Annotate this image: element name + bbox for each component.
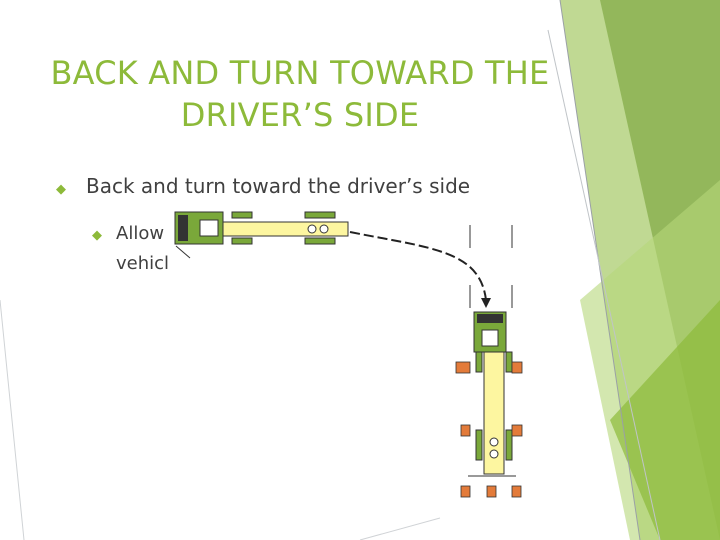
accent-line-2 [547,29,661,540]
axle-marker [489,449,499,459]
axle-marker [319,224,329,234]
trailer-wheel [304,211,336,219]
trailer-wheel [475,351,483,373]
slide-title-line2: DRIVER’S SIDE [180,96,420,134]
trailer-wheel [231,211,253,219]
traffic-cones [455,361,523,498]
cab-roof [199,219,219,237]
axle-marker [307,224,317,234]
diamond-bullet-icon: ◆ [92,228,102,243]
trailer-body [222,221,349,237]
cab-windshield [178,215,188,241]
trailer-body [483,351,505,475]
diamond-bullet-icon: ◆ [56,182,66,197]
accent-line-bottom [359,517,441,540]
trailer-wheel [505,351,513,373]
bullet-item-1-text: Back and turn toward the driver’s side [86,174,471,198]
trailer-wheel [505,429,513,461]
slide-title: BACK AND TURN TOWARD THE DRIVER’S SIDE [40,52,560,136]
cone-icon [511,485,522,498]
trailer-wheel [475,429,483,461]
bullet-item-2-line1: Allow [116,223,165,244]
cone-icon [455,361,471,374]
cone-icon [460,424,471,437]
cab-roof [481,329,499,347]
bullet-item-2-line2: vehicl [116,253,170,274]
axle-marker [489,437,499,447]
cone-icon [511,424,523,437]
cab-windshield [477,314,503,323]
truck-end-position [468,311,516,477]
trailer-wheel [304,237,336,245]
mirror-line [175,245,191,259]
trailer-wheel [231,237,253,245]
accent-line-left [0,299,25,540]
cone-icon [511,361,523,374]
backing-path-arrow [349,231,487,301]
accent-triangle-bottom [610,300,720,540]
bullet-item-2: ◆ Allow vehicl [92,220,169,278]
accent-line-1 [559,0,641,540]
arrow-head-icon [481,298,491,308]
truck-start-position [174,211,349,259]
cone-icon [460,485,471,498]
slide-title-line1: BACK AND TURN TOWARD THE [50,54,550,92]
cone-icon [486,485,497,498]
bullet-item-1: ◆ Back and turn toward the driver’s side [56,174,470,198]
